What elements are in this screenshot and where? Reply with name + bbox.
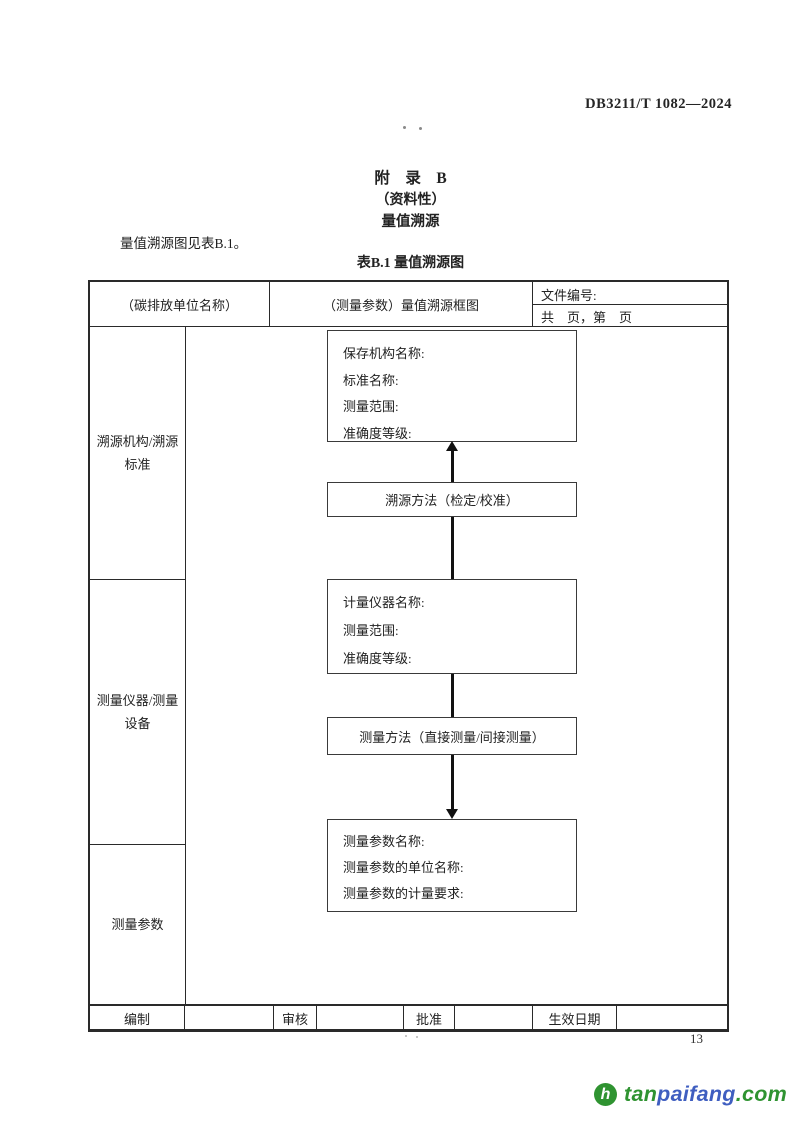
flow-box-measurement-method: 测量方法（直接测量/间接测量） bbox=[327, 717, 577, 755]
flow-box-label: 测量方法（直接测量/间接测量） bbox=[359, 729, 545, 745]
doc-number-label: 文件编号: bbox=[533, 282, 727, 305]
signature-row: 编制 审核 批准 生效日期 bbox=[90, 1004, 727, 1031]
scan-artifact-dot bbox=[405, 1035, 407, 1037]
flow-box-traceability-method: 溯源方法（检定/校准） bbox=[327, 482, 577, 517]
approved-by-value bbox=[455, 1006, 533, 1031]
header-cell-doc-info: 文件编号: 共 页，第 页 bbox=[533, 282, 727, 327]
connector-line bbox=[450, 674, 454, 717]
reviewed-by-label: 审核 bbox=[274, 1006, 317, 1031]
flow-box-standard-info: 保存机构名称: 标准名称: 测量范围: 准确度等级: bbox=[327, 330, 577, 442]
scan-artifact-dot bbox=[403, 126, 406, 129]
approved-by-label: 批准 bbox=[404, 1006, 455, 1031]
arrow-up-icon bbox=[445, 441, 458, 451]
connector-line bbox=[450, 450, 454, 482]
reviewed-by-value bbox=[317, 1006, 404, 1031]
appendix-title: 附 录 B bbox=[374, 170, 447, 187]
row-label-measurement-parameter: 测量参数 bbox=[90, 845, 186, 1004]
arrow-down-icon bbox=[445, 809, 458, 819]
watermark-paifang: paifang bbox=[657, 1082, 736, 1106]
standard-number: DB3211/T 1082—2024 bbox=[585, 96, 732, 112]
header-cell-org-name: （碳排放单位名称） bbox=[90, 282, 270, 327]
watermark-com: .com bbox=[735, 1082, 788, 1106]
flow-box-instrument-info: 计量仪器名称: 测量范围: 准确度等级: bbox=[327, 579, 577, 674]
row-label-text: 测量仪器/测量设备 bbox=[96, 693, 179, 731]
connector-line bbox=[450, 755, 454, 812]
flow-box-label: 溯源方法（检定/校准） bbox=[385, 493, 519, 508]
appendix-heading: 量值溯源 bbox=[381, 214, 440, 230]
prepared-by-label: 编制 bbox=[90, 1006, 185, 1031]
flow-line: 计量仪器名称: bbox=[343, 595, 425, 610]
flow-line: 测量范围: bbox=[343, 399, 399, 414]
connector-line bbox=[450, 517, 454, 579]
flow-line: 测量范围: bbox=[343, 623, 399, 638]
header-cell-diagram-title: （测量参数）量值溯源框图 bbox=[270, 282, 533, 327]
scan-artifact-dot bbox=[416, 1036, 418, 1038]
site-watermark: h tanpaifang.com bbox=[594, 1082, 787, 1107]
effective-date-value bbox=[617, 1006, 727, 1031]
leaf-h-icon: h bbox=[594, 1083, 617, 1106]
row-label-text: 溯源机构/溯源标准 bbox=[96, 434, 179, 472]
flow-box-parameter-info: 测量参数名称: 测量参数的单位名称: 测量参数的计量要求: bbox=[327, 819, 577, 912]
flow-line: 测量参数名称: bbox=[343, 834, 425, 849]
pages-label: 共 页，第 页 bbox=[541, 310, 633, 325]
row-label-measuring-instrument: 测量仪器/测量设备 bbox=[90, 580, 186, 845]
row-label-traceability-org: 溯源机构/溯源标准 bbox=[90, 327, 186, 580]
scan-artifact-dot bbox=[419, 127, 422, 130]
table-caption: 表B.1 量值溯源图 bbox=[356, 256, 465, 271]
flow-line: 测量参数的计量要求: bbox=[343, 886, 464, 901]
prepared-by-value bbox=[185, 1006, 274, 1031]
flow-line: 保存机构名称: bbox=[343, 346, 425, 361]
row-label-text: 测量参数 bbox=[111, 917, 164, 932]
org-name-label: （碳排放单位名称） bbox=[120, 297, 238, 313]
intro-paragraph: 量值溯源图见表B.1。 bbox=[120, 236, 248, 251]
diagram-title-label: （测量参数）量值溯源框图 bbox=[322, 297, 479, 313]
effective-date-label: 生效日期 bbox=[533, 1006, 617, 1031]
watermark-text: tanpaifang.com bbox=[624, 1082, 787, 1107]
flow-line: 测量参数的单位名称: bbox=[343, 860, 464, 875]
watermark-tan: tan bbox=[624, 1082, 658, 1106]
traceability-table: （碳排放单位名称） （测量参数）量值溯源框图 文件编号: 共 页，第 页 溯源机… bbox=[88, 280, 729, 1032]
page-number: 13 bbox=[690, 1031, 703, 1046]
flow-line: 标准名称: bbox=[343, 372, 399, 388]
flow-line: 准确度等级: bbox=[343, 651, 412, 666]
flow-line: 准确度等级: bbox=[343, 425, 412, 441]
appendix-subtitle: （资料性） bbox=[375, 193, 446, 208]
